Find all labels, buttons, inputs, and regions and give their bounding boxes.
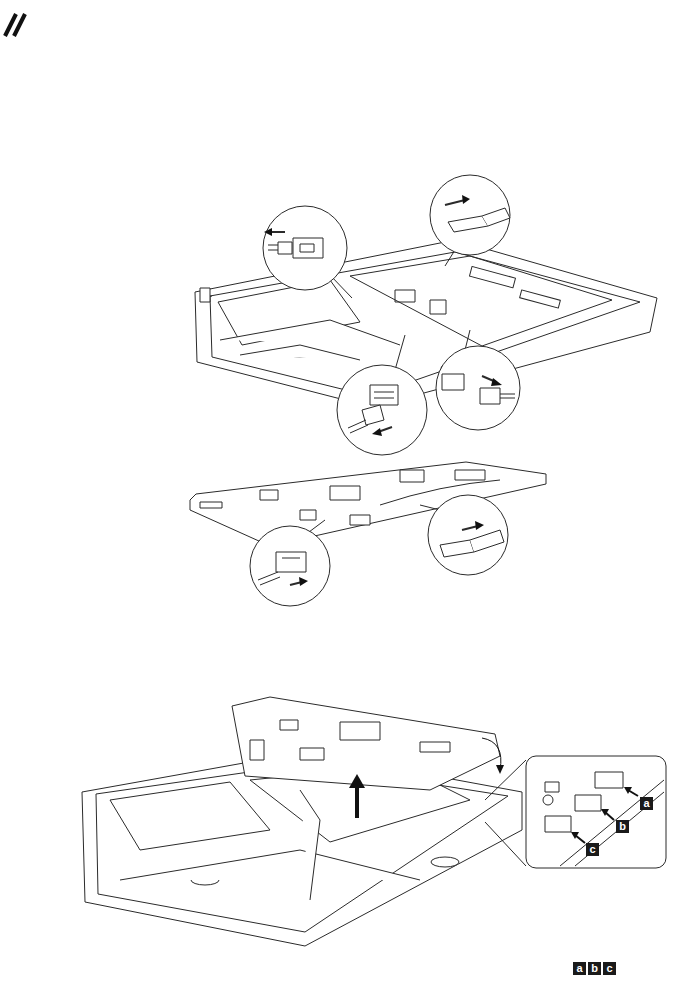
callout-letter: c [586,843,599,856]
callout-letter: a [573,962,586,975]
lift-arrow [349,738,504,818]
header-mark [5,14,25,36]
motherboard [232,697,500,790]
detail-box [485,756,666,868]
detail-circle [250,520,330,606]
detail-circle [430,175,510,266]
detail-circle [436,330,520,430]
callout-letter: c [603,962,616,975]
detail-circle [337,335,427,455]
callout-letter: a [640,797,653,810]
callout-letter: b [616,820,629,833]
chassis [195,240,657,407]
callout-letter: b [588,962,601,975]
detail-circle [263,206,352,298]
chassis [82,752,522,946]
detail-circle [420,495,508,575]
